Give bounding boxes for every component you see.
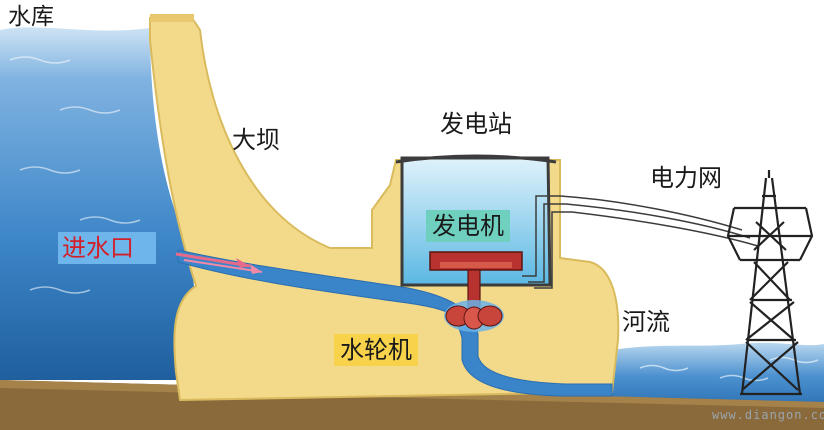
intake-arrow xyxy=(175,252,263,274)
intake-label: 进水口 xyxy=(58,232,156,264)
turbine-assembly xyxy=(429,251,523,332)
generator-roof xyxy=(395,154,557,164)
dam-label: 大坝 xyxy=(232,126,280,154)
reservoir-label: 水库 xyxy=(8,4,54,30)
generator-label: 发电机 xyxy=(426,210,510,242)
reservoir-water xyxy=(0,27,196,381)
river-label: 河流 xyxy=(622,308,670,336)
watermark: www.diangon.com xyxy=(712,408,824,422)
transmission-cables xyxy=(522,195,759,289)
power-grid-label: 电力网 xyxy=(650,164,722,192)
transmission-tower xyxy=(726,170,814,396)
penstock-channel xyxy=(177,249,613,397)
dam-body xyxy=(149,17,620,402)
reservoir-ripples xyxy=(9,56,141,294)
power-station-label: 发电站 xyxy=(440,110,512,138)
turbine-label: 水轮机 xyxy=(334,334,418,366)
dam-crest xyxy=(150,14,194,22)
